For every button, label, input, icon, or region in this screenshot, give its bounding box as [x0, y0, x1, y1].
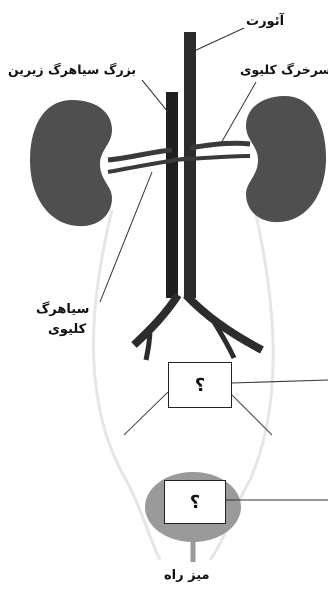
label-renal-vein-line1: سیاهرگ — [36, 302, 89, 318]
right-renal-vessel — [108, 150, 172, 160]
left-kidney — [246, 96, 326, 222]
question-mark-lower: ؟ — [190, 492, 200, 513]
label-renal-vein-line2: کلیوی — [48, 322, 86, 338]
unknown-box-upper: ؟ — [168, 362, 232, 408]
ureter-pointer-left — [124, 392, 168, 435]
label-inferior-vena-cava: بزرگ سیاهرگ زیرین — [8, 62, 136, 78]
unknown-box-lower: ؟ — [164, 480, 226, 524]
question-mark-upper: ؟ — [195, 375, 205, 396]
leader-vena-cava — [142, 80, 168, 112]
iliac-branch-left-1 — [134, 295, 178, 345]
right-kidney — [30, 100, 112, 226]
label-aorta: آئورت — [246, 14, 284, 30]
leader-aorta — [192, 28, 244, 52]
label-urethra: میز راه — [164, 568, 210, 584]
left-renal-vessel — [190, 143, 250, 148]
label-renal-artery: سرخرگ کلیوی — [240, 62, 328, 78]
leader-upper-box — [232, 380, 328, 383]
left-renal-vessel-2 — [172, 156, 250, 160]
ureter-pointer-right — [232, 395, 272, 435]
